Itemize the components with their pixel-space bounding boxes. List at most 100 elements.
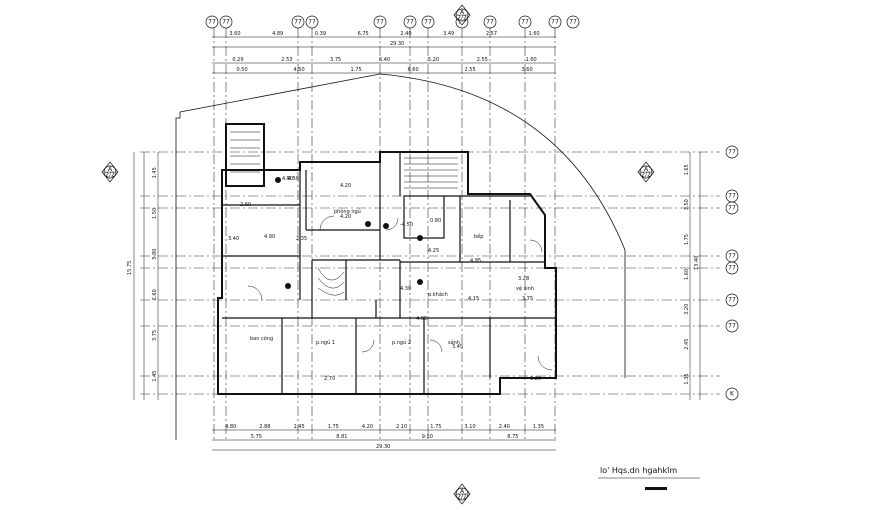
dimension-value: 5.80 [152,249,158,260]
stair-treads [230,131,458,296]
grid-bubble [725,261,739,275]
scale-bar [645,487,667,490]
dimension-value: 0.50 [237,67,248,73]
grid-bubble [305,15,319,29]
section-number: 2/2 [641,172,651,179]
room-dimension: 4.20 [340,183,351,189]
grid-bubble-label: 77 [728,253,736,260]
room-name: ban công [250,335,273,342]
section-letter: A [460,9,465,16]
left-total-dimension: 15.75 [127,261,133,275]
section-letter: A [108,166,113,173]
dimension-value: 0.39 [315,31,326,37]
dimension-value: 3.60 [522,67,533,73]
room-dimension: 4.25 [428,248,439,254]
room-dimension: 3.20 [530,376,541,382]
right-total-dimension: 13.40 [694,256,700,270]
room-dimension: 3.75 [522,296,533,302]
dimension-value: 5.75 [251,434,262,440]
section-marker: A2/2 [101,161,119,183]
grid-bubble [219,15,233,29]
dimension-value: 1.35 [533,424,544,430]
dimension-value: 1.65 [684,164,690,175]
dimension-value: 3.20 [684,304,690,315]
dimension-labels-right: 1.653.501.751.603.202.451.35 [684,164,690,384]
grid-bubble-label: 77 [728,149,736,156]
grid-bubble-label: 77 [376,19,384,26]
dimension-labels-left: 1.451.505.802.603.751.45 [152,167,158,381]
dimension-value: 6.40 [379,57,390,63]
dimension-value: 1.45 [294,424,305,430]
dimension-value: 0.29 [232,57,243,63]
section-letter: A [644,166,649,173]
grid-bubble-label: 77 [406,19,414,26]
dimension-value: 2.60 [152,289,158,300]
section-letter: A [460,488,465,495]
grid-bubble [725,293,739,307]
room-dimension: 4.30 [400,286,411,292]
grid-bubble [421,15,435,29]
grid-bubble [725,201,739,215]
room-name: sảnh [448,339,460,346]
grid-bubble [725,319,739,333]
grid-bubble-label: 77 [424,19,432,26]
dimension-value: 3.75 [152,330,158,341]
section-number: 2/2 [105,172,115,179]
room-dimension: 2.70 [324,376,335,382]
dimension-value: 4.50 [294,67,305,73]
grid-bubble [548,15,562,29]
room-dimension: -4.50 [400,222,413,228]
dimension-value: 1.75 [328,424,339,430]
building-walls [217,123,557,395]
room-name: p.khách [428,291,448,298]
room-dimension-labels: 4.504.204.20-4.50-4.504.254.950.803.753.… [228,176,541,382]
dimension-value: 3.50 [684,199,690,210]
room-dimension: 4.05 [416,316,427,322]
room-dimension: 4.90 [264,234,275,240]
room-dimension: -4.50 [286,176,299,182]
grid-bubble-label: 77 [728,297,736,304]
grid-bubble-label: 77 [569,19,577,26]
grid-bubble [291,15,305,29]
dimension-value: 6.60 [408,67,419,73]
horizontal-grid-lines [140,151,720,395]
room-name: p.ngủ 1 [316,339,335,346]
interior-walls [222,152,556,394]
dimension-value: 2.55 [465,67,476,73]
grid-bubble-label: 77 [521,19,529,26]
dimension-value: 3.60 [229,31,240,37]
grid-bubble [403,15,417,29]
dimension-value: 3.75 [330,57,341,63]
dimension-value: 4.20 [362,424,373,430]
section-marker: A2/2 [453,4,471,26]
room-dimension: 3.28 [518,276,529,282]
dimension-value: 1.60 [684,269,690,280]
dimension-value: 1.45 [152,371,158,382]
grid-bubble [518,15,532,29]
grid-bubble [373,15,387,29]
grid-bubble-label: 77 [308,19,316,26]
room-name: vệ sinh [516,285,534,292]
section-marker: A2/2 [637,161,655,183]
dimension-value: 1.75 [684,234,690,245]
section-marker: A2/2 [453,483,471,505]
room-dimension: 2.60 [240,202,251,208]
dimension-value: 8.75 [507,434,518,440]
room-dimension: 4.50 [282,176,293,182]
level-markers [275,177,423,289]
dimension-value: 2.57 [486,31,497,37]
room-name: bếp [474,233,483,240]
grid-bubble-label: K [730,391,735,398]
site-boundary [175,73,626,440]
dimension-value: 5.20 [428,57,439,63]
grid-bubble [205,15,219,29]
dimension-value: 2.88 [259,424,270,430]
top-total-dimension: 29.30 [390,41,404,47]
room-name: phòng ngủ [334,208,361,215]
grid-bubble [725,145,739,159]
room-dimension: 4.95 [470,258,481,264]
